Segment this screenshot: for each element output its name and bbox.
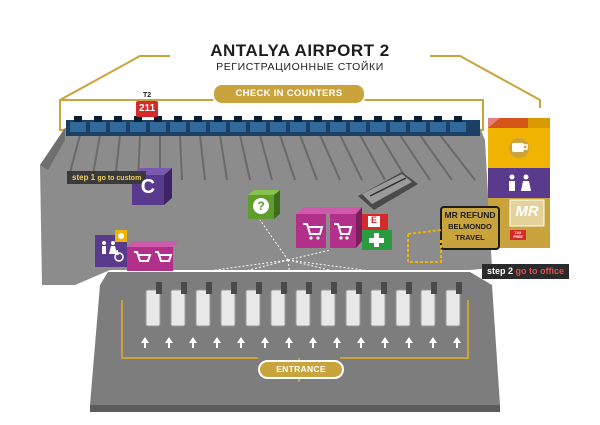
mr-refund-office[interactable]	[440, 206, 500, 250]
terminal-tag: T2	[143, 92, 152, 99]
currency-exchange-icon[interactable]	[362, 214, 388, 230]
check-in-desks	[66, 116, 480, 136]
toilet-icon	[102, 241, 117, 254]
office-line-3: TRAVEL	[455, 233, 485, 242]
info-icon[interactable]	[248, 190, 280, 219]
entrance-bracket-left	[121, 300, 258, 359]
check-in-counters-label: CHECK IN COUNTERS	[212, 83, 366, 105]
step-1-number: step 1	[72, 173, 96, 182]
cart-icon	[303, 223, 353, 240]
route-to-office	[407, 234, 442, 263]
entrance-bracket-right	[340, 300, 469, 359]
cart-icon	[134, 251, 173, 262]
step-1-text: go to custom	[97, 175, 142, 182]
title-bracket-right	[430, 55, 541, 108]
step-2-label: step 2 go to office	[482, 264, 570, 279]
office-line-1: MR REFUND	[444, 210, 496, 220]
first-aid-icon[interactable]	[362, 230, 392, 250]
customs-letter: C	[140, 176, 156, 198]
counter-number[interactable]: 211	[139, 103, 156, 114]
step-2-number: step 2	[487, 266, 514, 276]
security-frames	[156, 282, 462, 294]
escalator-icon	[358, 172, 418, 210]
step-1-label: step 1 go to custom	[67, 171, 147, 184]
entrance-label: ENTRANCE	[258, 360, 344, 379]
security-lanes	[145, 289, 461, 327]
duty-free-shops[interactable]	[296, 207, 362, 248]
step-2-text: go to office	[515, 266, 565, 276]
map-subtitle: РЕГИСТРАЦИОННЫЕ СТОЙКИ	[216, 61, 384, 73]
coffee-icon	[509, 138, 529, 158]
tax-free-badge	[510, 230, 526, 240]
mr-refund-logo	[509, 199, 545, 227]
map-title: ANTALYA AIRPORT 2	[210, 41, 390, 60]
mr-logo-text: MR	[515, 203, 539, 220]
counter-211-badge[interactable]	[136, 101, 158, 117]
office-label[interactable]: MR REFUND BELMONDO TRAVEL	[441, 210, 499, 243]
wheelchair-icon	[114, 249, 124, 262]
customs-icon[interactable]	[132, 168, 172, 205]
toilet-icon	[509, 174, 531, 191]
exchange-letter: E	[370, 215, 377, 225]
info-symbol: ?	[257, 199, 265, 213]
office-line-2: BELMONDO	[448, 222, 492, 231]
baby-icon	[118, 233, 124, 239]
tax-free-text: TAX FREE	[513, 231, 523, 239]
arrow-up-icon	[141, 337, 461, 348]
